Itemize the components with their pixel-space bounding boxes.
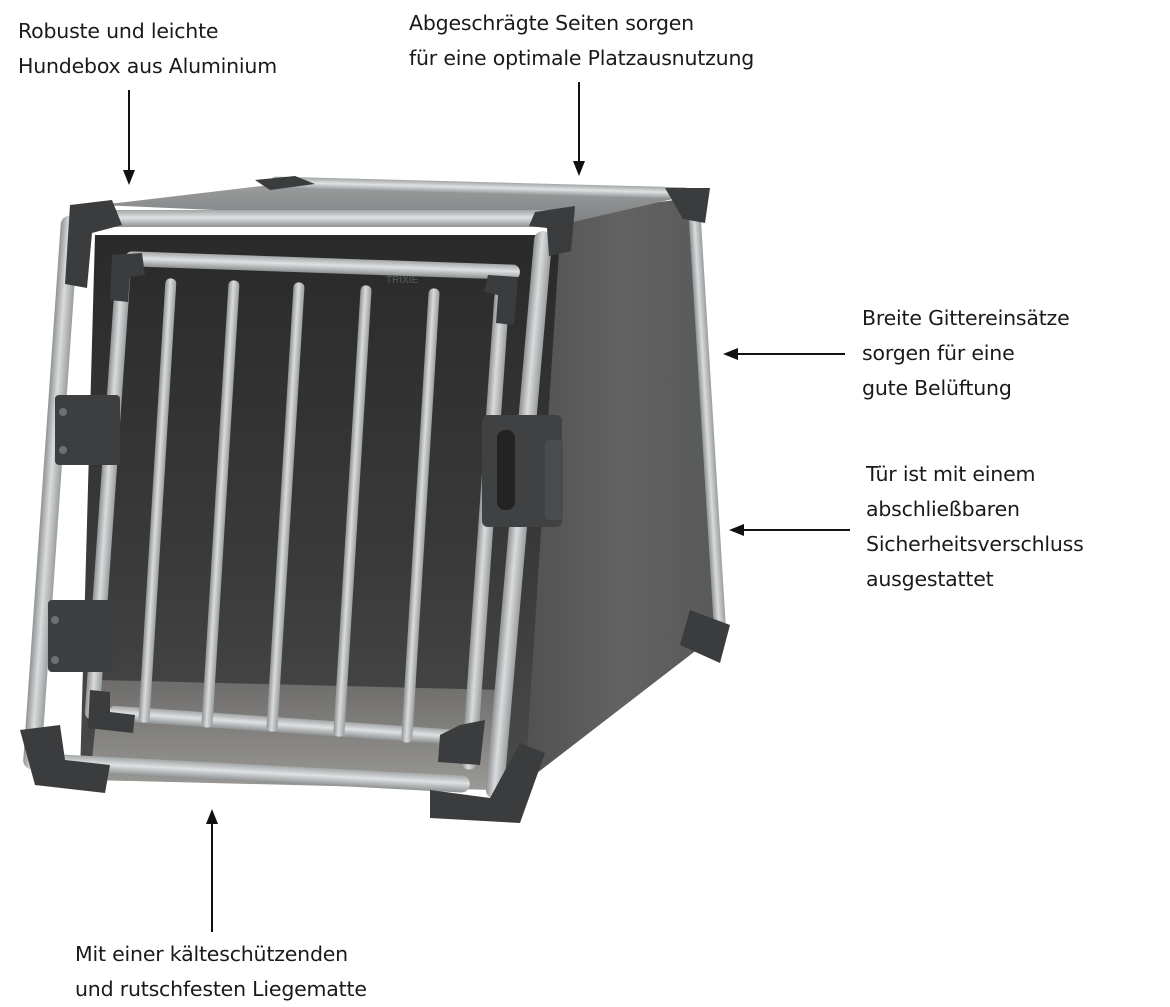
side-panel	[500, 198, 727, 790]
callout-line: Mit einer kälteschützenden	[75, 942, 348, 966]
callout-security-lock: Tür ist mit einem abschließbaren Sicherh…	[866, 457, 1084, 597]
arrow-down-icon	[123, 90, 135, 185]
corner-connectors	[20, 176, 730, 823]
callout-line: abschließbaren	[866, 497, 1020, 521]
arrow-up-icon	[206, 809, 218, 932]
callout-line: Breite Gittereinsätze	[862, 306, 1070, 330]
arrow-left-icon	[723, 348, 845, 360]
callout-line: Hundebox aus Aluminium	[18, 54, 277, 78]
callout-line: und rutschfesten Liegematte	[75, 977, 367, 1001]
callout-line: für eine optimale Platzausnutzung	[409, 46, 755, 70]
callout-line: Sicherheitsverschluss	[866, 532, 1084, 556]
security-lock	[482, 415, 563, 527]
door-hinges	[48, 395, 120, 672]
callout-line: ausgestattet	[866, 567, 994, 591]
arrow-down-icon	[573, 82, 585, 176]
door-bars	[138, 278, 440, 743]
callout-line: Robuste und leichte	[18, 19, 219, 43]
callout-slanted-sides: Abgeschrägte Seiten sorgen für eine opti…	[409, 6, 754, 76]
callout-line: Abgeschrägte Seiten sorgen	[409, 11, 694, 35]
callout-line: sorgen für eine	[862, 341, 1015, 365]
brand-mark: TRIXIE	[386, 275, 419, 286]
callout-line: gute Belüftung	[862, 376, 1012, 400]
arrow-left-icon	[729, 524, 850, 536]
callout-line: Tür ist mit einem	[866, 462, 1036, 486]
callout-robust-lightweight: Robuste und leichte Hundebox aus Alumini…	[18, 14, 277, 84]
callout-ventilation: Breite Gittereinsätze sorgen für eine gu…	[862, 301, 1070, 406]
callout-lying-mat: Mit einer kälteschützenden und rutschfes…	[75, 937, 367, 1007]
